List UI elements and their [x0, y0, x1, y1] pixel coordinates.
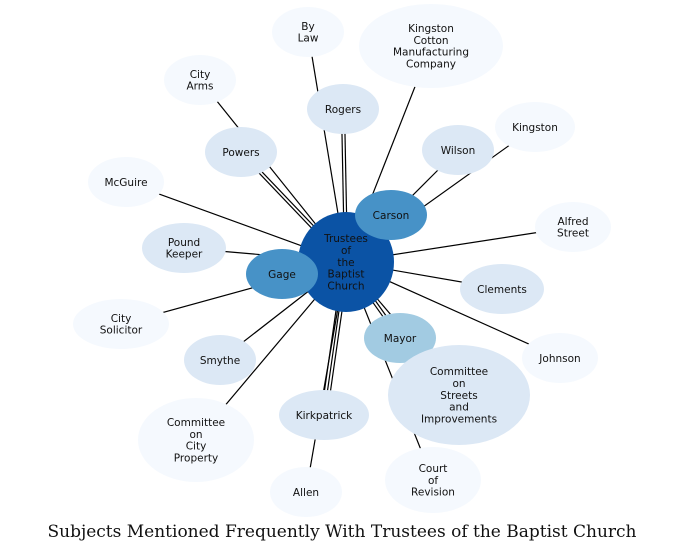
node-committee-streets-label-line: Committee [430, 366, 488, 378]
diagram-caption: Subjects Mentioned Frequently With Trust… [47, 522, 636, 542]
node-committee-streets-label-line: on [452, 378, 465, 390]
node-city-solicitor-bubble [73, 299, 169, 349]
node-gage-bubble [246, 249, 318, 299]
node-rogers[interactable]: Rogers [307, 84, 379, 134]
node-allen[interactable]: Allen [270, 467, 342, 517]
node-city-arms-label-line: City [190, 69, 211, 81]
node-powers-bubble [205, 127, 277, 177]
node-kingston-cotton-bubble [359, 4, 503, 88]
node-kingston-label-line: Kingston [512, 122, 558, 134]
node-court-of-revision-bubble [385, 447, 481, 513]
node-pound-keeper-label-line: Pound [168, 237, 200, 249]
node-smythe-label-line: Smythe [200, 355, 240, 367]
node-alfred-street-label-line: Alfred [557, 216, 588, 228]
node-carson[interactable]: Carson [355, 190, 427, 240]
node-kingston-cotton-label-line: Kingston [408, 23, 454, 35]
node-carson-bubble [355, 190, 427, 240]
node-committee-city-property-label-line: Property [174, 453, 218, 465]
node-by-law-label-line: By [301, 21, 314, 33]
node-court-of-revision-label-line: of [428, 475, 438, 487]
node-committee-city-property-label-line: Committee [167, 417, 225, 429]
node-pound-keeper-label-line: Keeper [166, 249, 203, 261]
node-trustees-label-line: Trustees [323, 233, 368, 245]
node-trustees-label-line: the [337, 257, 354, 269]
node-committee-streets-label-line: Improvements [421, 413, 497, 425]
node-mayor-bubble [364, 313, 436, 363]
node-powers[interactable]: Powers [205, 127, 277, 177]
node-kingston-cotton-label-line: Company [406, 59, 456, 71]
node-committee-city-property-label-line: on [189, 429, 202, 441]
node-alfred-street-label-line: Street [557, 228, 589, 240]
node-johnson-label-line: Johnson [538, 353, 580, 365]
node-committee-streets-label-line: and [449, 402, 469, 414]
node-wilson[interactable]: Wilson [422, 125, 494, 175]
node-carson-label-line: Carson [373, 210, 410, 222]
node-mcguire[interactable]: McGuire [88, 157, 164, 207]
node-kirkpatrick[interactable]: Kirkpatrick [279, 390, 369, 440]
node-allen-label-line: Allen [293, 487, 319, 499]
node-gage-label-line: Gage [268, 269, 296, 281]
node-trustees-label-line: Church [327, 280, 364, 292]
nodes-layer: TrusteesoftheBaptistChurchByLawKingstonC… [73, 4, 611, 517]
node-smythe-bubble [184, 335, 256, 385]
node-johnson[interactable]: Johnson [522, 333, 598, 383]
node-mayor-label-line: Mayor [384, 333, 417, 345]
node-gage[interactable]: Gage [246, 249, 318, 299]
node-trustees-label-line: Baptist [328, 269, 365, 281]
node-clements-label-line: Clements [477, 284, 527, 296]
node-wilson-label-line: Wilson [441, 145, 476, 157]
node-smythe[interactable]: Smythe [184, 335, 256, 385]
node-alfred-street-bubble [535, 202, 611, 252]
node-committee-streets-label-line: Streets [440, 390, 477, 402]
node-city-solicitor-label-line: Solicitor [100, 325, 143, 337]
node-wilson-bubble [422, 125, 494, 175]
node-city-arms-label-line: Arms [186, 81, 213, 93]
node-by-law-bubble [272, 7, 344, 57]
node-clements-bubble [460, 264, 544, 314]
node-kingston-bubble [495, 102, 575, 152]
node-powers-label-line: Powers [222, 147, 259, 159]
node-johnson-bubble [522, 333, 598, 383]
node-kirkpatrick-bubble [279, 390, 369, 440]
node-committee-city-property-label-line: City [186, 441, 207, 453]
node-court-of-revision-label-line: Revision [411, 487, 455, 499]
node-clements[interactable]: Clements [460, 264, 544, 314]
node-rogers-bubble [307, 84, 379, 134]
node-pound-keeper-bubble [142, 223, 226, 273]
node-committee-city-property-bubble [138, 398, 254, 482]
node-committee-streets-bubble [388, 345, 530, 445]
node-city-solicitor-label-line: City [111, 313, 132, 325]
node-mcguire-bubble [88, 157, 164, 207]
node-kingston-cotton-label-line: Manufacturing [393, 47, 469, 59]
node-allen-bubble [270, 467, 342, 517]
node-kirkpatrick-label-line: Kirkpatrick [296, 410, 353, 422]
node-city-arms-bubble [164, 55, 236, 105]
node-mcguire-label-line: McGuire [104, 177, 147, 189]
node-kingston-cotton-label-line: Cotton [413, 35, 448, 47]
node-court-of-revision-label-line: Court [419, 463, 448, 475]
node-by-law-label-line: Law [298, 33, 319, 45]
node-rogers-label-line: Rogers [325, 104, 361, 116]
node-trustees-label-line: of [341, 245, 351, 257]
node-kingston[interactable]: Kingston [495, 102, 575, 152]
node-mayor[interactable]: Mayor [364, 313, 436, 363]
node-trustees-bubble [298, 212, 394, 312]
